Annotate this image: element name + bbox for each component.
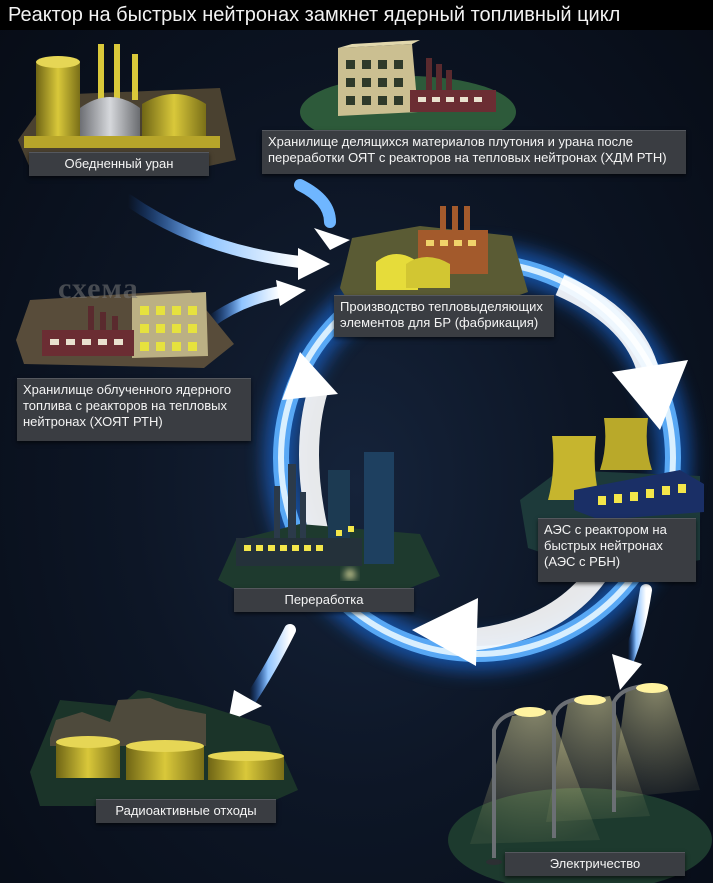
label-fabrication: Производство тепловыделяющих элементов д…	[334, 295, 554, 337]
label-depleted-uranium: Обедненный уран	[29, 152, 209, 176]
label-electricity: Электричество	[505, 852, 685, 876]
label-radioactive-waste: Радиоактивные отходы	[96, 799, 276, 823]
label-reprocessing: Переработка	[234, 588, 414, 612]
label-hdm-storage: Хранилище делящихся материалов плутония …	[262, 130, 686, 174]
arrow-depleted-uranium-to-fabrication	[128, 200, 330, 280]
watermark: схема	[58, 272, 139, 306]
reprocessing-plant	[218, 452, 440, 592]
arrow-reprocessing-to-waste	[228, 630, 290, 722]
label-hoyat-storage: Хранилище облученного ядерного топлива с…	[17, 378, 251, 441]
depleted-uranium-plant	[18, 44, 236, 168]
fabrication-plant	[340, 206, 528, 304]
label-npp-fast: АЭС с реактором на быстрых нейтронах (АЭ…	[538, 518, 696, 582]
arrow-hdm-to-fabrication	[300, 185, 350, 250]
arrow-hoyat-to-fabrication	[210, 280, 306, 322]
